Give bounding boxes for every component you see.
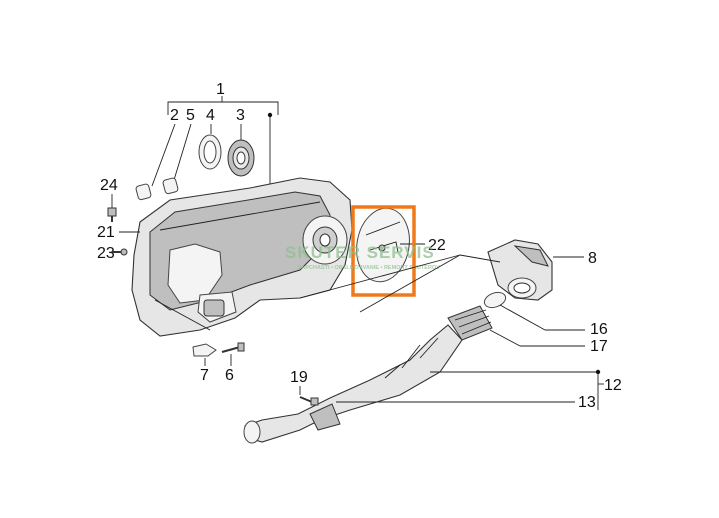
label-24: 24 — [100, 177, 118, 194]
screw-19: 19 — [290, 369, 319, 406]
label-8: 8 — [588, 250, 597, 267]
callout-1: 1 — [167, 81, 279, 185]
oil-seal — [198, 134, 222, 170]
watermark-title: SKUTER SERVIS — [285, 243, 435, 262]
label-5: 5 — [186, 107, 195, 124]
dowel-pins — [135, 177, 179, 201]
hose-and-clamp: 16 17 — [447, 291, 608, 355]
label-21: 21 — [97, 224, 115, 241]
intake-duct — [243, 324, 463, 444]
watermark: SKUTER SERVIS ZAPCHASTI • OBSLUZHIVANIE … — [285, 243, 440, 271]
air-intake: 8 — [459, 239, 597, 301]
watermark-subtitle: ZAPCHASTI • OBSLUZHIVANIE • REMONT SKUTE… — [298, 265, 440, 271]
clip-and-bolt: 7 6 — [192, 342, 245, 384]
highlight-frame-22[interactable] — [351, 205, 416, 297]
callouts-left: 24 21 23 — [97, 177, 140, 262]
label-19: 19 — [290, 369, 308, 386]
label-3: 3 — [236, 107, 245, 124]
label-7: 7 — [200, 367, 209, 384]
label-23: 23 — [97, 245, 115, 262]
label-22: 22 — [428, 237, 446, 254]
label-1: 1 — [216, 81, 225, 98]
label-17: 17 — [590, 338, 608, 355]
transmission-cover — [131, 177, 353, 337]
callout-12: 12 13 — [336, 369, 622, 411]
label-2: 2 — [170, 107, 179, 124]
label-16: 16 — [590, 321, 608, 338]
label-12: 12 — [604, 377, 622, 394]
leader-line — [299, 254, 461, 299]
bearing — [227, 139, 255, 177]
label-13: 13 — [578, 394, 596, 411]
callouts-2-5-4-3: 2 5 4 3 — [151, 107, 245, 187]
label-4: 4 — [206, 107, 215, 124]
label-6: 6 — [225, 367, 234, 384]
